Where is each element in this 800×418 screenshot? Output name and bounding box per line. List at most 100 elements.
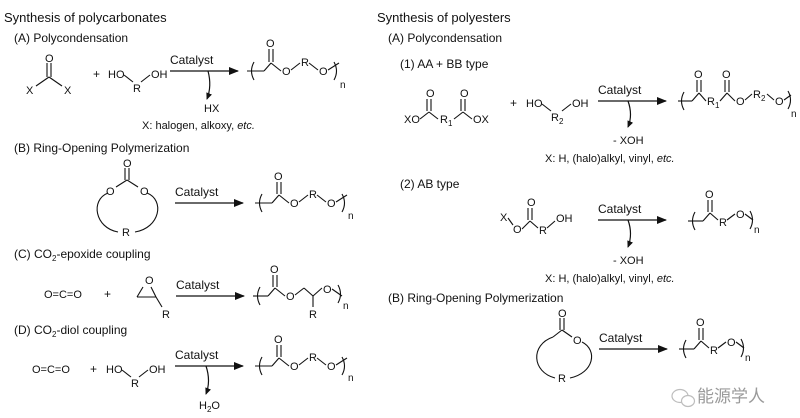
svg-text:O: O <box>694 69 703 81</box>
svg-text:R: R <box>710 345 718 357</box>
svg-text:X: X <box>64 85 72 97</box>
svg-text:n: n <box>343 301 349 312</box>
pe-a1-catalyst-label: Catalyst <box>598 83 642 97</box>
pc-d-heading: (D) CO2-diol coupling <box>14 323 127 339</box>
svg-text:O: O <box>736 96 745 108</box>
svg-text:O: O <box>274 334 283 346</box>
polycarbonates-title: Synthesis of polycarbonates <box>4 10 167 25</box>
pc-c-plus: + <box>104 287 111 301</box>
svg-text:O: O <box>323 284 332 296</box>
svg-text:HO: HO <box>108 69 125 81</box>
polyesters-title: Synthesis of polyesters <box>377 10 511 25</box>
svg-text:O: O <box>460 88 469 100</box>
svg-text:n: n <box>348 211 354 222</box>
svg-text:R: R <box>539 225 547 237</box>
pc-c-polycarbonate-product: O O R O n <box>253 264 349 321</box>
svg-text:O: O <box>282 66 291 78</box>
pe-a2-byproduct-arrow <box>627 219 633 248</box>
svg-text:R1: R1 <box>707 96 720 110</box>
svg-text:O: O <box>290 198 299 210</box>
svg-text:R: R <box>719 217 727 229</box>
svg-text:R: R <box>122 227 130 239</box>
svg-text:O: O <box>123 158 132 170</box>
svg-text:HO: HO <box>106 364 123 376</box>
svg-text:O: O <box>145 275 154 287</box>
pc-d-byproduct: H2O <box>199 400 220 414</box>
pe-a1-diacid: XO O R1 O OX <box>404 88 490 128</box>
pc-d-diol: HO R OH <box>106 364 166 390</box>
svg-text:O: O <box>775 96 784 108</box>
svg-text:R: R <box>162 309 170 321</box>
pc-a-diol: HO R OH <box>108 69 168 95</box>
svg-text:O: O <box>266 38 275 50</box>
svg-text:XO: XO <box>404 114 420 126</box>
svg-text:O: O <box>106 186 115 198</box>
pe-a2-heading: (2) AB type <box>400 177 460 191</box>
pc-b-catalyst-label: Catalyst <box>175 185 219 199</box>
svg-text:X: X <box>500 212 508 224</box>
svg-text:O: O <box>727 337 736 349</box>
pe-a1-byproduct: - XOH <box>613 135 644 147</box>
svg-text:O: O <box>513 224 522 236</box>
svg-text:X: X <box>26 85 34 97</box>
pe-a2-note: X: H, (halo)alkyl, vinyl, etc. <box>545 273 675 285</box>
svg-text:O: O <box>705 189 714 201</box>
svg-text:R: R <box>309 189 317 201</box>
svg-text:O: O <box>573 335 582 347</box>
pe-a2-hydroxy-acid: X O O R OH <box>500 197 573 237</box>
svg-text:OX: OX <box>473 114 490 126</box>
pc-a-plus: + <box>93 67 100 81</box>
svg-text:O: O <box>722 69 731 81</box>
svg-text:O: O <box>319 66 328 78</box>
svg-text:HO: HO <box>526 98 543 110</box>
pc-c-heading: (C) CO2-epoxide coupling <box>14 247 151 263</box>
svg-text:R: R <box>301 57 309 69</box>
svg-text:O: O <box>286 291 295 303</box>
pc-a-polycarbonate-product: O O R O n <box>247 38 346 91</box>
pc-d-polycarbonate-product: O O R O n <box>255 334 354 384</box>
pe-a1-plus: + <box>510 96 517 110</box>
svg-text:R: R <box>133 83 141 95</box>
pc-d-co2: O=C=O <box>32 364 70 376</box>
pc-a-catalyst-label: Catalyst <box>170 53 214 67</box>
r2-label: R2 <box>551 112 564 126</box>
pe-b-catalyst-label: Catalyst <box>599 331 643 345</box>
svg-text:R2: R2 <box>753 89 766 103</box>
pc-a-heading: (A) Polycondensation <box>14 31 128 45</box>
watermark: 能源学人 <box>671 387 765 408</box>
pc-a-byproduct-arrow <box>206 70 212 100</box>
svg-text:OH: OH <box>151 69 168 81</box>
pc-a-note: X: halogen, alkoxy, etc. <box>142 120 255 132</box>
svg-text:OH: OH <box>556 213 573 225</box>
svg-text:R: R <box>131 378 139 390</box>
pc-b-heading: (B) Ring-Opening Polymerization <box>14 141 189 155</box>
pe-a1-heading: (1) AA + BB type <box>400 57 489 71</box>
pc-d-plus: + <box>90 362 97 376</box>
svg-text:O: O <box>527 197 536 209</box>
svg-text:O: O <box>327 361 336 373</box>
pc-b-cyclic-carbonate: O O O R <box>96 158 159 239</box>
svg-text:O: O <box>45 53 54 65</box>
watermark-text: 能源学人 <box>697 387 765 406</box>
pe-a2-catalyst-label: Catalyst <box>598 202 642 216</box>
svg-text:n: n <box>791 109 797 120</box>
svg-text:R: R <box>558 373 566 385</box>
svg-text:O: O <box>327 198 336 210</box>
pe-a2-byproduct: - XOH <box>613 255 644 267</box>
pc-c-epoxide: O R <box>136 275 170 321</box>
svg-text:n: n <box>340 80 346 91</box>
svg-text:n: n <box>745 353 751 364</box>
svg-text:O: O <box>426 88 435 100</box>
pc-d-catalyst-label: Catalyst <box>175 348 219 362</box>
pe-a1-polyester-product: O R1 O O R2 O n <box>678 69 797 120</box>
pc-d-byproduct-arrow <box>205 365 211 395</box>
pc-c-catalyst-label: Catalyst <box>176 278 220 292</box>
svg-text:O: O <box>270 264 279 276</box>
pe-a2-polyester-product: O R O n <box>688 189 760 236</box>
pc-c-co2: O=C=O <box>44 289 82 301</box>
svg-text:O: O <box>140 186 149 198</box>
svg-text:R: R <box>309 352 317 364</box>
svg-text:R: R <box>309 309 317 321</box>
pe-a1-byproduct-arrow <box>627 100 634 128</box>
